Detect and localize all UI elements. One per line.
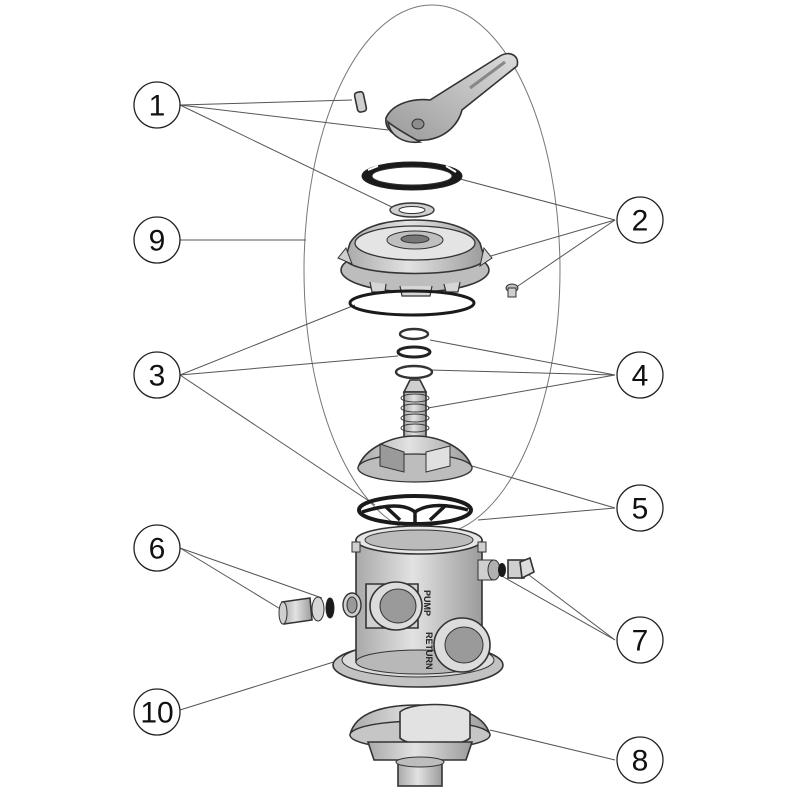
- shaft-orings-part: [394, 327, 434, 380]
- leader-10: [179, 659, 341, 711]
- svg-text:9: 9: [149, 225, 166, 258]
- leader-3-oring-top: [179, 304, 356, 376]
- leader-3-gasket-bottom: [179, 374, 376, 506]
- return-stamp: RETURN: [424, 632, 434, 670]
- handle-part: [385, 52, 519, 144]
- base-diffuser-part: [349, 703, 491, 787]
- leader-2-screw: [514, 219, 616, 289]
- callout-3: 3: [133, 351, 181, 399]
- svg-text:10: 10: [140, 697, 173, 730]
- svg-text:1: 1: [149, 90, 166, 123]
- svg-text:6: 6: [149, 533, 166, 566]
- leader-7-a: [499, 574, 616, 641]
- callout-7: 7: [616, 616, 664, 664]
- cover-gasket-part: [361, 161, 463, 191]
- callout-10: 10: [133, 688, 181, 736]
- leader-4-b: [429, 369, 616, 376]
- leader-3-oring-mid: [179, 355, 399, 376]
- svg-text:8: 8: [632, 745, 649, 778]
- rotor-part: [357, 379, 473, 483]
- callout-2: 2: [616, 196, 664, 244]
- leader-5-gasket: [477, 507, 616, 521]
- callout-1: 1: [133, 81, 181, 129]
- leader-8: [489, 729, 616, 761]
- leader-6-a: [179, 547, 283, 611]
- leader-lines: [179, 99, 616, 761]
- valve-body-part: PUMP RETURN: [332, 525, 504, 688]
- pump-stamp: PUMP: [422, 590, 432, 616]
- valve-cover-part: [337, 219, 493, 297]
- leader-4-a: [429, 339, 616, 376]
- cover-oring-part: [348, 289, 476, 317]
- leader-5-rotor: [471, 465, 616, 509]
- svg-text:7: 7: [632, 625, 649, 658]
- leader-4-c: [427, 374, 616, 409]
- star-gasket-part: [357, 494, 473, 526]
- callout-5: 5: [616, 484, 664, 532]
- svg-text:2: 2: [632, 205, 649, 238]
- leader-1-washer: [179, 104, 399, 211]
- leader-6-b: [179, 547, 323, 599]
- svg-text:4: 4: [632, 360, 649, 393]
- callout-9: 9: [133, 216, 181, 264]
- leader-2-gasket: [444, 174, 616, 221]
- svg-text:5: 5: [632, 493, 649, 526]
- leader-7-b: [524, 571, 616, 641]
- leader-2-cover: [469, 219, 616, 263]
- washer-part: [389, 202, 435, 218]
- side-fitting-part: [498, 556, 535, 580]
- svg-text:3: 3: [149, 360, 166, 393]
- leader-1-handle: [179, 104, 389, 131]
- pin-part: [353, 90, 368, 113]
- callout-6: 6: [133, 524, 181, 572]
- callout-8: 8: [616, 736, 664, 784]
- leader-1-pin: [179, 99, 353, 106]
- cover-screw-part: [505, 283, 519, 298]
- drain-plug-part: [278, 596, 335, 625]
- callout-4: 4: [616, 351, 664, 399]
